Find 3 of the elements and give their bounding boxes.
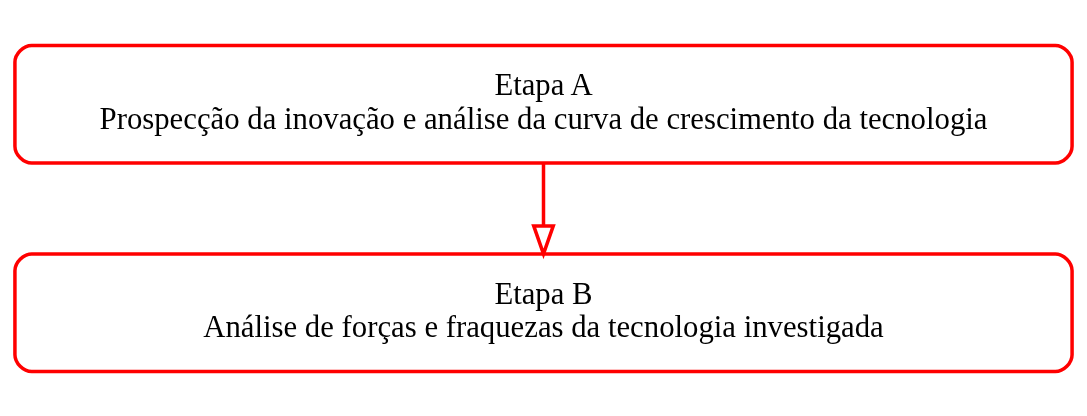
arrow bbox=[531, 163, 556, 259]
node-box: Etapa B Análise de forças e fraquezas da tecnologia investigada bbox=[13, 251, 1074, 373]
node-box: Etapa A Prospecção da inovação e análise da curva de crescimento da tecnologia bbox=[13, 43, 1074, 165]
